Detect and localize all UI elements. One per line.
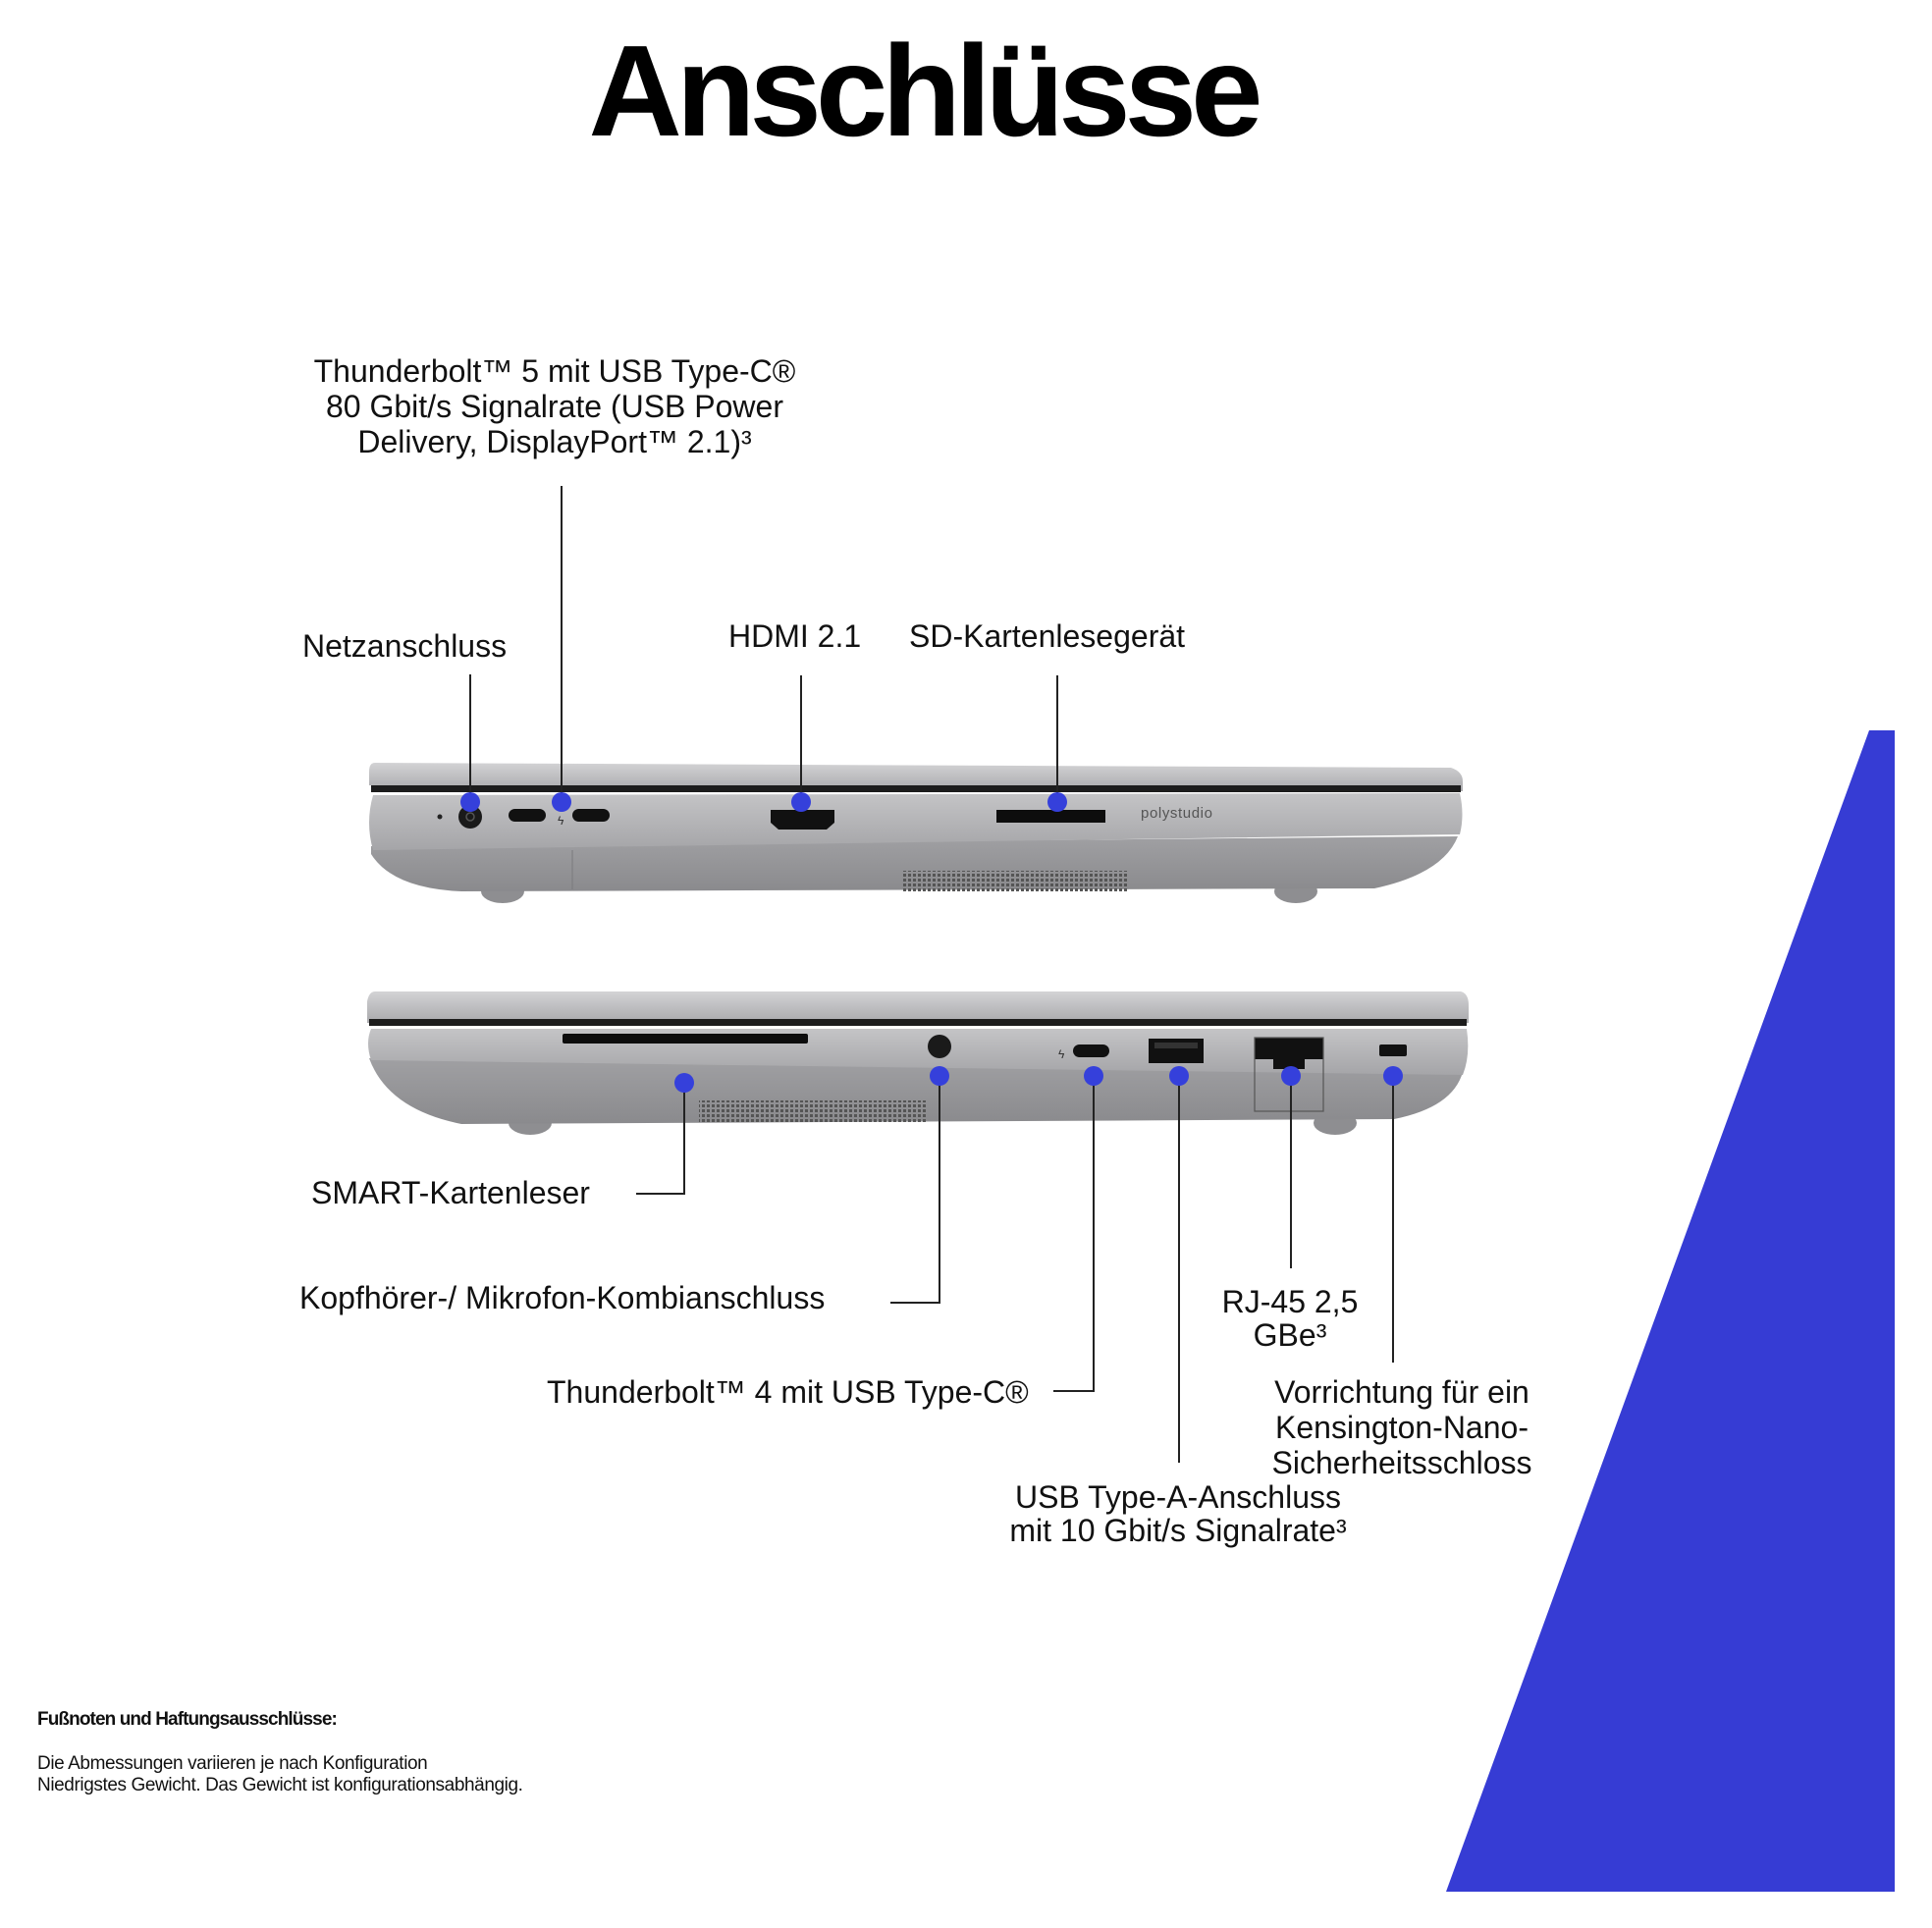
footnote-line-2: Niedrigstes Gewicht. Das Gewicht ist kon… bbox=[37, 1775, 523, 1795]
label-hdmi: HDMI 2.1 bbox=[728, 618, 862, 654]
label-usba-line2: mit 10 Gbit/s Signalrate³ bbox=[1009, 1513, 1347, 1548]
label-rj45: RJ-45 2,5 GBe³ bbox=[1192, 1285, 1388, 1352]
leader-line-audio-h bbox=[890, 1302, 940, 1304]
leader-line-sd bbox=[1056, 675, 1058, 800]
label-kensington-line2: Kensington-Nano- bbox=[1275, 1410, 1529, 1445]
svg-text:ϟ: ϟ bbox=[1058, 1047, 1065, 1061]
port-marker-power[interactable] bbox=[460, 792, 480, 812]
port-marker-audio[interactable] bbox=[930, 1066, 949, 1086]
port-marker-tb5[interactable] bbox=[552, 792, 571, 812]
leader-line-audio bbox=[939, 1076, 940, 1303]
label-power: Netzanschluss bbox=[302, 628, 508, 664]
label-tb4: Thunderbolt™ 4 mit USB Type-C® bbox=[547, 1374, 1029, 1410]
leader-line-smart bbox=[683, 1083, 685, 1194]
leader-line-kensington bbox=[1392, 1076, 1394, 1363]
leader-line-hdmi bbox=[800, 675, 802, 800]
label-usba-line1: USB Type-A-Anschluss bbox=[1015, 1479, 1341, 1515]
label-usba: USB Type-A-Anschluss mit 10 Gbit/s Signa… bbox=[982, 1480, 1374, 1547]
leader-line-smart-h bbox=[636, 1193, 685, 1195]
leader-line-power bbox=[469, 674, 471, 799]
leader-line-tb4 bbox=[1093, 1076, 1095, 1391]
port-marker-hdmi[interactable] bbox=[791, 792, 811, 812]
leader-line-usba bbox=[1178, 1076, 1180, 1463]
leader-line-tb5 bbox=[561, 486, 563, 800]
port-marker-sd[interactable] bbox=[1047, 792, 1067, 812]
port-marker-usba[interactable] bbox=[1169, 1066, 1189, 1086]
leader-line-rj45 bbox=[1290, 1076, 1292, 1268]
label-rj45-line2: GBe³ bbox=[1253, 1317, 1327, 1353]
footnote-line-1: Die Abmessungen variieren je nach Konfig… bbox=[37, 1753, 428, 1774]
port-marker-rj45[interactable] bbox=[1281, 1066, 1301, 1086]
label-tb5-line3: Delivery, DisplayPort™ 2.1)³ bbox=[357, 424, 752, 459]
label-tb5-line2: 80 Gbit/s Signalrate (USB Power bbox=[326, 389, 783, 424]
label-tb5-line1: Thunderbolt™ 5 mit USB Type-C® bbox=[313, 353, 796, 389]
port-marker-smart[interactable] bbox=[674, 1073, 694, 1093]
svg-text:ϟ: ϟ bbox=[558, 814, 564, 828]
leader-line-tb4-h bbox=[1053, 1390, 1095, 1392]
port-marker-tb4[interactable] bbox=[1084, 1066, 1103, 1086]
label-smart: SMART-Kartenleser bbox=[311, 1175, 590, 1210]
label-audio: Kopfhörer-/ Mikrofon-Kombianschluss bbox=[299, 1280, 826, 1315]
label-kensington: Vorrichtung für ein Kensington-Nano- Sic… bbox=[1255, 1374, 1549, 1480]
port-marker-kensington[interactable] bbox=[1383, 1066, 1403, 1086]
label-tb5: Thunderbolt™ 5 mit USB Type-C® 80 Gbit/s… bbox=[295, 353, 815, 459]
footnotes-heading: Fußnoten und Haftungsausschlüsse: bbox=[37, 1709, 338, 1730]
label-kensington-line1: Vorrichtung für ein bbox=[1274, 1374, 1530, 1410]
label-rj45-line1: RJ-45 2,5 bbox=[1221, 1284, 1359, 1319]
polystudio-logo: polystudio bbox=[1141, 805, 1213, 822]
label-sd: SD-Kartenlesegerät bbox=[909, 618, 1186, 654]
page-title: Anschlüsse bbox=[588, 19, 1263, 163]
label-kensington-line3: Sicherheitsschloss bbox=[1271, 1445, 1532, 1480]
